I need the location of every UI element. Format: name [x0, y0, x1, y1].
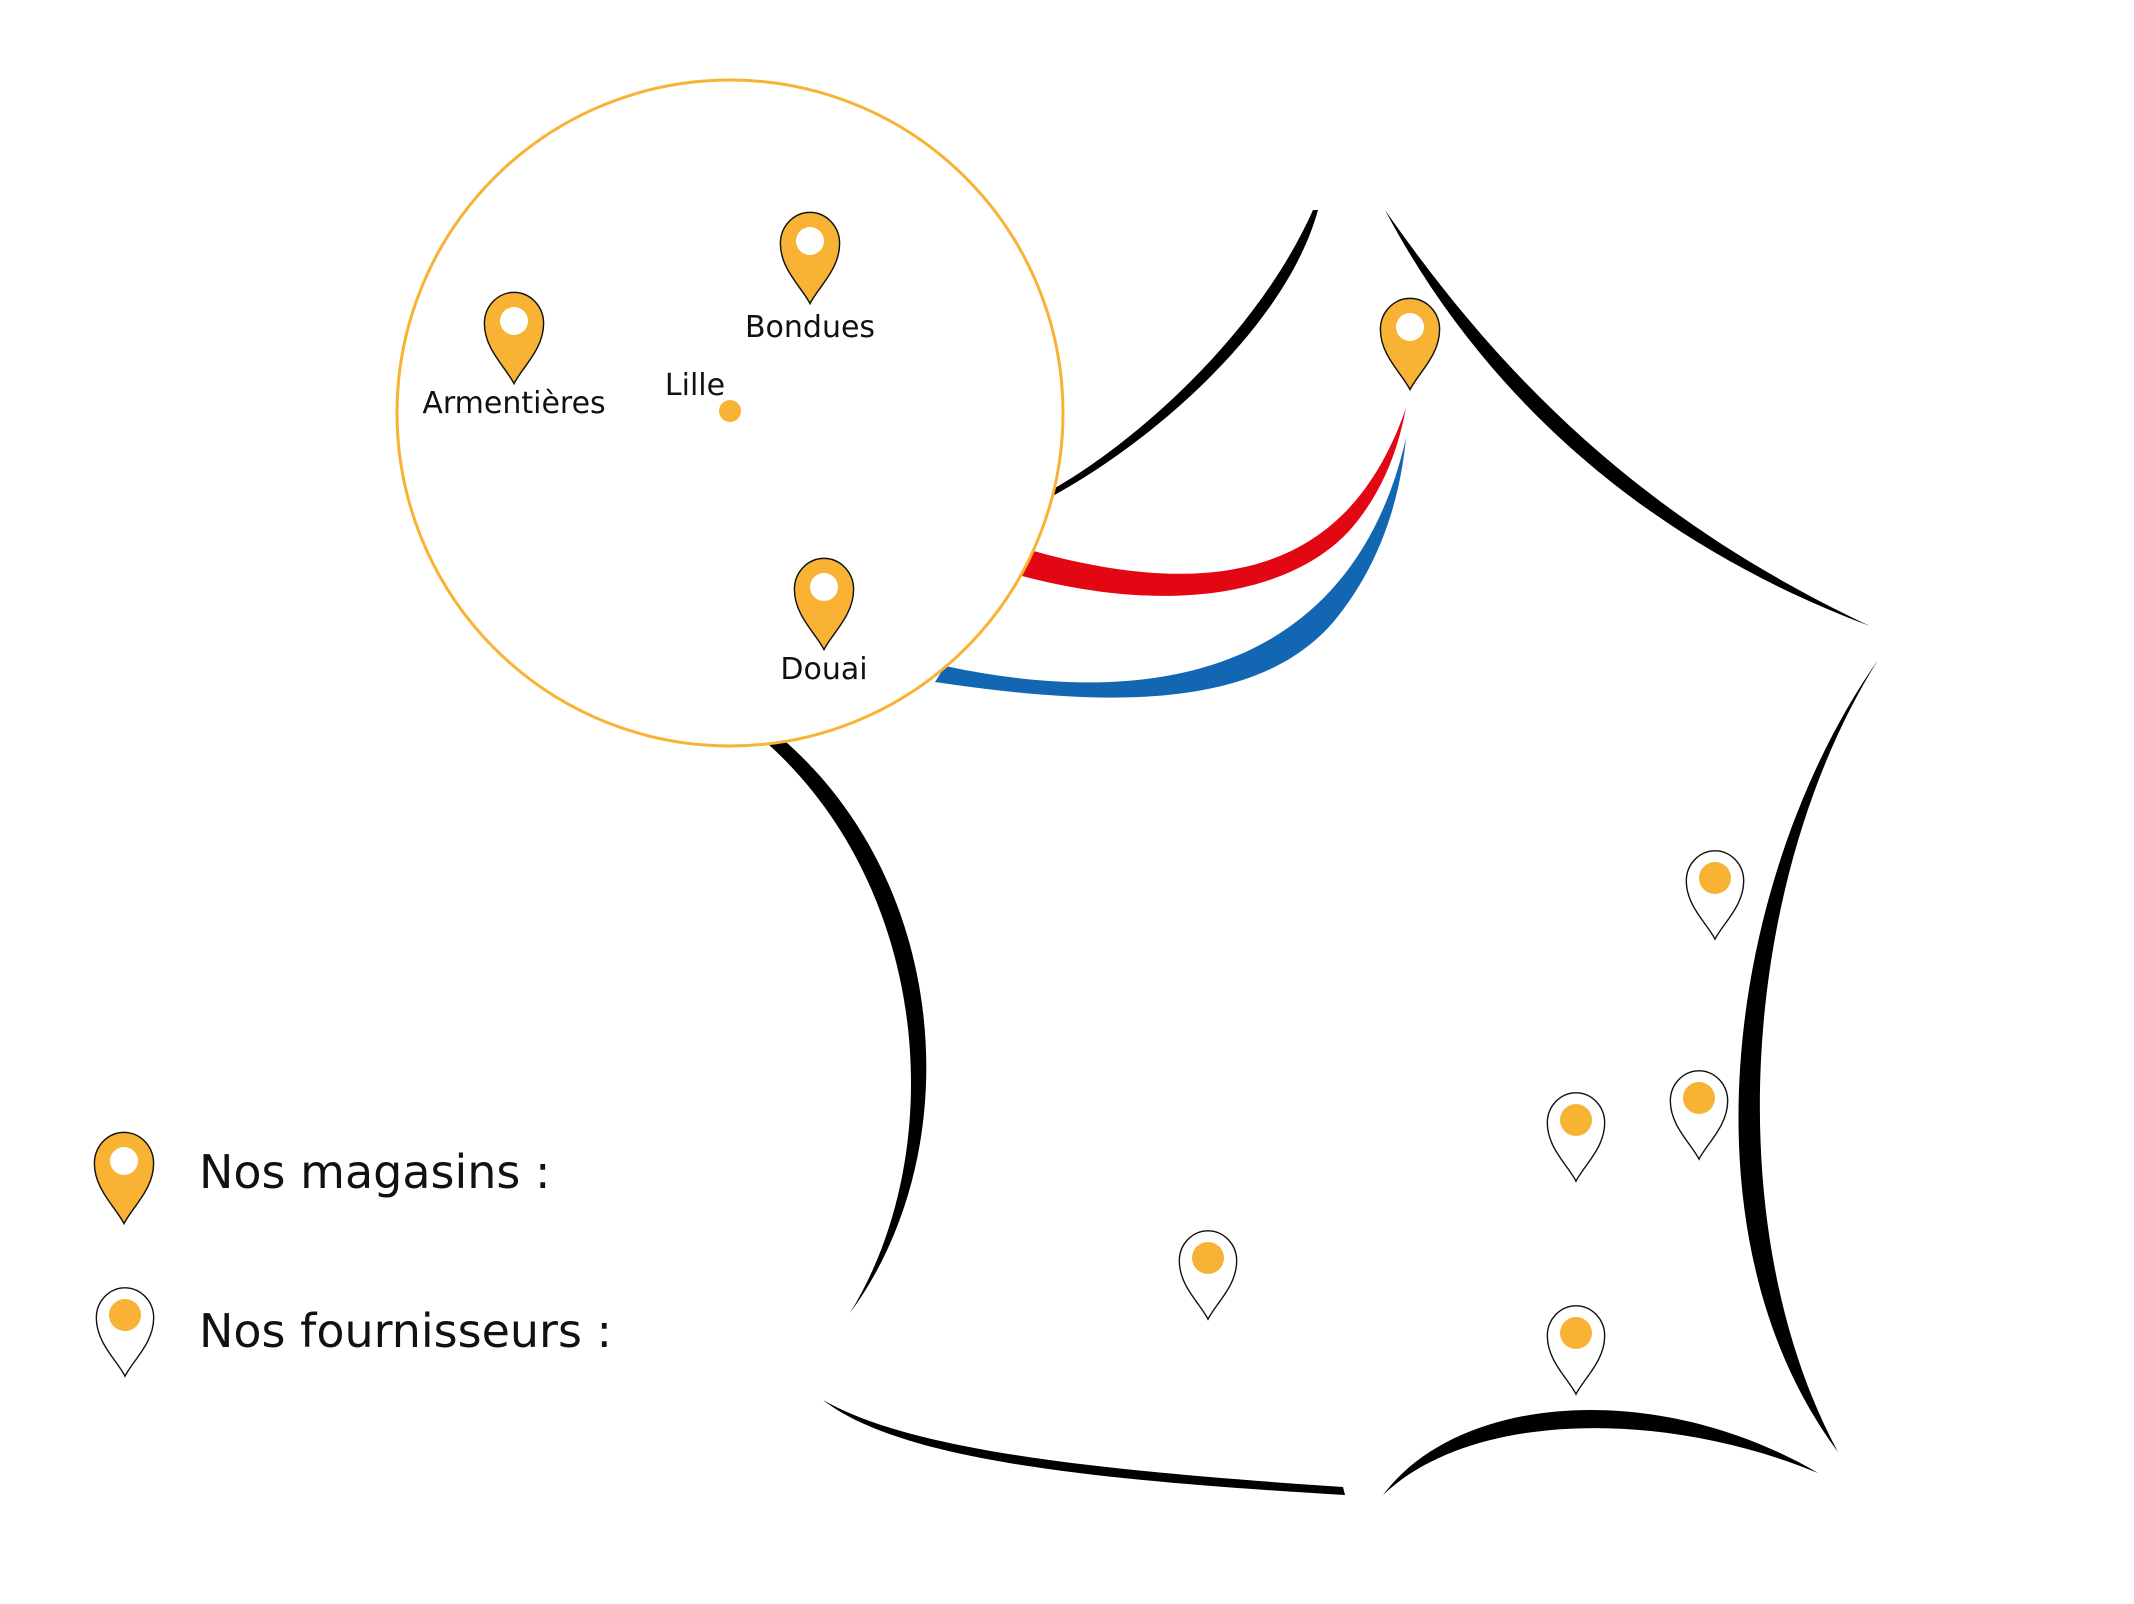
- zoom-place-douai: Douai: [780, 557, 868, 687]
- zoom-place-lille: Lille: [665, 368, 741, 422]
- outline-north-east: [1385, 210, 1870, 626]
- france-outline: [768, 210, 1878, 1495]
- supplier-markers: [1178, 850, 1745, 1395]
- zoom-place-bondues: Bondues: [745, 211, 875, 345]
- legend-stores-label: Nos magasins :: [199, 1145, 551, 1199]
- supplier-pin-dot: [1699, 862, 1731, 894]
- supplier-pin-dot: [1560, 1104, 1592, 1136]
- ribbon-blue-band: [935, 438, 1406, 698]
- store-pin-icon[interactable]: [1379, 297, 1441, 391]
- legend-suppliers-label: Nos fournisseurs :: [199, 1304, 612, 1358]
- outline-north-west: [1045, 210, 1318, 500]
- legend-item-suppliers: Nos fournisseurs :: [95, 1287, 612, 1377]
- place-label: Bondues: [745, 310, 875, 345]
- place-label: Lille: [665, 368, 725, 403]
- map-supplier-marker[interactable]: [1178, 1230, 1238, 1320]
- store-pin-hole: [796, 227, 824, 255]
- store-pin-hole: [1396, 313, 1424, 341]
- outline-south: [1383, 1409, 1818, 1495]
- map-supplier-marker[interactable]: [1669, 1070, 1729, 1160]
- supplier-pin-dot: [1683, 1082, 1715, 1114]
- place-label: Douai: [780, 652, 867, 687]
- outline-west: [768, 736, 927, 1313]
- zoom-place-armentieres: Armentières: [422, 291, 606, 421]
- store-pin-icon: [93, 1131, 155, 1225]
- store-pin-hole: [810, 573, 838, 601]
- map-supplier-marker[interactable]: [1685, 850, 1745, 940]
- place-label: Armentières: [422, 386, 605, 421]
- legend-item-stores: Nos magasins :: [93, 1131, 551, 1225]
- supplier-pin-dot: [109, 1299, 141, 1331]
- ribbon-red-band: [1022, 408, 1406, 596]
- supplier-pin-dot: [1192, 1242, 1224, 1274]
- tricolour-ribbon: [935, 408, 1406, 698]
- store-pin-hole: [110, 1147, 138, 1175]
- legend: Nos magasins : Nos fournisseurs :: [93, 1131, 612, 1377]
- outline-east: [1738, 660, 1878, 1452]
- store-pin-hole: [500, 307, 528, 335]
- map-store-marker[interactable]: [1379, 297, 1441, 391]
- city-dot-icon: [719, 400, 741, 422]
- map-supplier-marker[interactable]: [1546, 1092, 1606, 1182]
- outline-south-west: [823, 1400, 1345, 1495]
- map-supplier-marker[interactable]: [1546, 1305, 1606, 1395]
- supplier-pin-dot: [1560, 1317, 1592, 1349]
